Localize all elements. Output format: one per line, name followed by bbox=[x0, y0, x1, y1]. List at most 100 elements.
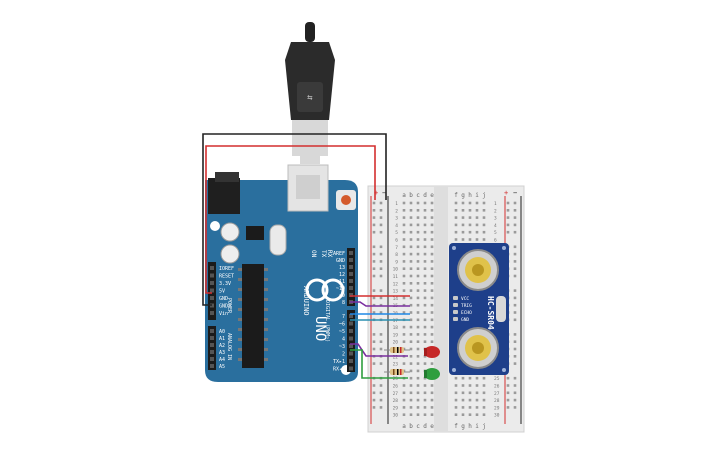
breadboard-hole[interactable] bbox=[430, 230, 434, 234]
breadboard-hole[interactable] bbox=[423, 406, 427, 409]
breadboard-hole[interactable] bbox=[482, 376, 486, 380]
breadboard-hole[interactable] bbox=[430, 413, 434, 416]
breadboard-hole[interactable] bbox=[454, 391, 458, 395]
breadboard-hole[interactable] bbox=[430, 282, 434, 285]
breadboard-hole[interactable] bbox=[423, 384, 427, 387]
breadboard-hole[interactable] bbox=[482, 384, 486, 387]
rail-hole[interactable] bbox=[372, 333, 376, 336]
breadboard-hole[interactable] bbox=[416, 325, 420, 329]
breadboard-hole[interactable] bbox=[402, 289, 406, 292]
rail-hole[interactable] bbox=[372, 252, 376, 256]
breadboard-hole[interactable] bbox=[416, 267, 420, 270]
breadboard-hole[interactable] bbox=[430, 362, 434, 365]
breadboard-hole[interactable] bbox=[423, 340, 427, 343]
breadboard-hole[interactable] bbox=[475, 398, 479, 402]
breadboard-hole[interactable] bbox=[409, 267, 413, 270]
breadboard-hole[interactable] bbox=[430, 384, 434, 387]
breadboard-hole[interactable] bbox=[409, 384, 413, 387]
breadboard-hole[interactable] bbox=[402, 413, 406, 416]
rail-hole[interactable] bbox=[506, 376, 510, 380]
breadboard-hole[interactable] bbox=[430, 296, 434, 300]
rail-hole[interactable] bbox=[506, 230, 510, 234]
breadboard-hole[interactable] bbox=[482, 201, 486, 205]
breadboard-hole[interactable] bbox=[461, 238, 465, 241]
breadboard-hole[interactable] bbox=[402, 209, 406, 212]
breadboard-hole[interactable] bbox=[416, 223, 420, 227]
breadboard-hole[interactable] bbox=[409, 201, 413, 205]
breadboard-hole[interactable] bbox=[461, 406, 465, 409]
breadboard-hole[interactable] bbox=[454, 209, 458, 212]
breadboard-hole[interactable] bbox=[475, 238, 479, 241]
rail-hole[interactable] bbox=[513, 406, 517, 409]
breadboard-hole[interactable] bbox=[402, 296, 406, 300]
breadboard-hole[interactable] bbox=[409, 311, 413, 314]
breadboard-hole[interactable] bbox=[409, 355, 413, 358]
rail-hole[interactable] bbox=[379, 201, 383, 205]
rail-hole[interactable] bbox=[506, 216, 510, 219]
rail-hole[interactable] bbox=[379, 296, 383, 300]
breadboard-hole[interactable] bbox=[416, 289, 420, 292]
breadboard-hole[interactable] bbox=[430, 209, 434, 212]
breadboard-hole[interactable] bbox=[416, 230, 420, 234]
rail-hole[interactable] bbox=[513, 230, 517, 234]
breadboard-hole[interactable] bbox=[423, 398, 427, 402]
breadboard-hole[interactable] bbox=[468, 406, 472, 409]
rail-hole[interactable] bbox=[379, 362, 383, 365]
rail-hole[interactable] bbox=[372, 201, 376, 205]
rail-hole[interactable] bbox=[372, 391, 376, 395]
rail-hole[interactable] bbox=[379, 384, 383, 387]
breadboard-hole[interactable] bbox=[409, 398, 413, 402]
rail-hole[interactable] bbox=[379, 230, 383, 234]
rail-hole[interactable] bbox=[372, 267, 376, 270]
breadboard-hole[interactable] bbox=[416, 384, 420, 387]
breadboard-hole[interactable] bbox=[423, 252, 427, 256]
rail-hole[interactable] bbox=[379, 209, 383, 212]
rail-hole[interactable] bbox=[379, 398, 383, 402]
breadboard-hole[interactable] bbox=[475, 216, 479, 219]
rail-hole[interactable] bbox=[379, 252, 383, 256]
rail-hole[interactable] bbox=[372, 260, 376, 263]
breadboard-hole[interactable] bbox=[475, 201, 479, 205]
breadboard-hole[interactable] bbox=[461, 216, 465, 219]
breadboard-hole[interactable] bbox=[468, 209, 472, 212]
breadboard-hole[interactable] bbox=[461, 201, 465, 205]
breadboard-hole[interactable] bbox=[416, 347, 420, 351]
breadboard-hole[interactable] bbox=[416, 296, 420, 300]
rail-hole[interactable] bbox=[513, 398, 517, 402]
breadboard-hole[interactable] bbox=[468, 413, 472, 416]
breadboard-hole[interactable] bbox=[423, 230, 427, 234]
breadboard-hole[interactable] bbox=[416, 274, 420, 278]
rail-hole[interactable] bbox=[506, 406, 510, 409]
breadboard-hole[interactable] bbox=[416, 376, 420, 380]
breadboard-hole[interactable] bbox=[454, 398, 458, 402]
rail-hole[interactable] bbox=[513, 260, 517, 263]
rail-hole[interactable] bbox=[513, 303, 517, 307]
breadboard-hole[interactable] bbox=[430, 289, 434, 292]
rail-hole[interactable] bbox=[379, 289, 383, 292]
breadboard-hole[interactable] bbox=[409, 347, 413, 351]
rail-hole[interactable] bbox=[379, 245, 383, 249]
rail-hole[interactable] bbox=[513, 333, 517, 336]
breadboard-hole[interactable] bbox=[416, 252, 420, 256]
breadboard-hole[interactable] bbox=[475, 230, 479, 234]
rail-hole[interactable] bbox=[506, 398, 510, 402]
breadboard-hole[interactable] bbox=[430, 391, 434, 395]
rail-hole[interactable] bbox=[379, 267, 383, 270]
rail-hole[interactable] bbox=[513, 391, 517, 395]
rail-hole[interactable] bbox=[372, 362, 376, 365]
breadboard-hole[interactable] bbox=[416, 333, 420, 336]
breadboard-hole[interactable] bbox=[416, 318, 420, 322]
breadboard-hole[interactable] bbox=[475, 223, 479, 227]
rail-hole[interactable] bbox=[372, 245, 376, 249]
breadboard-hole[interactable] bbox=[468, 230, 472, 234]
breadboard-hole[interactable] bbox=[430, 260, 434, 263]
breadboard-hole[interactable] bbox=[468, 238, 472, 241]
breadboard-hole[interactable] bbox=[423, 362, 427, 365]
breadboard-hole[interactable] bbox=[430, 318, 434, 322]
breadboard-hole[interactable] bbox=[468, 391, 472, 395]
breadboard-hole[interactable] bbox=[416, 398, 420, 402]
breadboard-hole[interactable] bbox=[454, 201, 458, 205]
breadboard-hole[interactable] bbox=[409, 406, 413, 409]
rail-hole[interactable] bbox=[372, 384, 376, 387]
breadboard-hole[interactable] bbox=[409, 216, 413, 219]
